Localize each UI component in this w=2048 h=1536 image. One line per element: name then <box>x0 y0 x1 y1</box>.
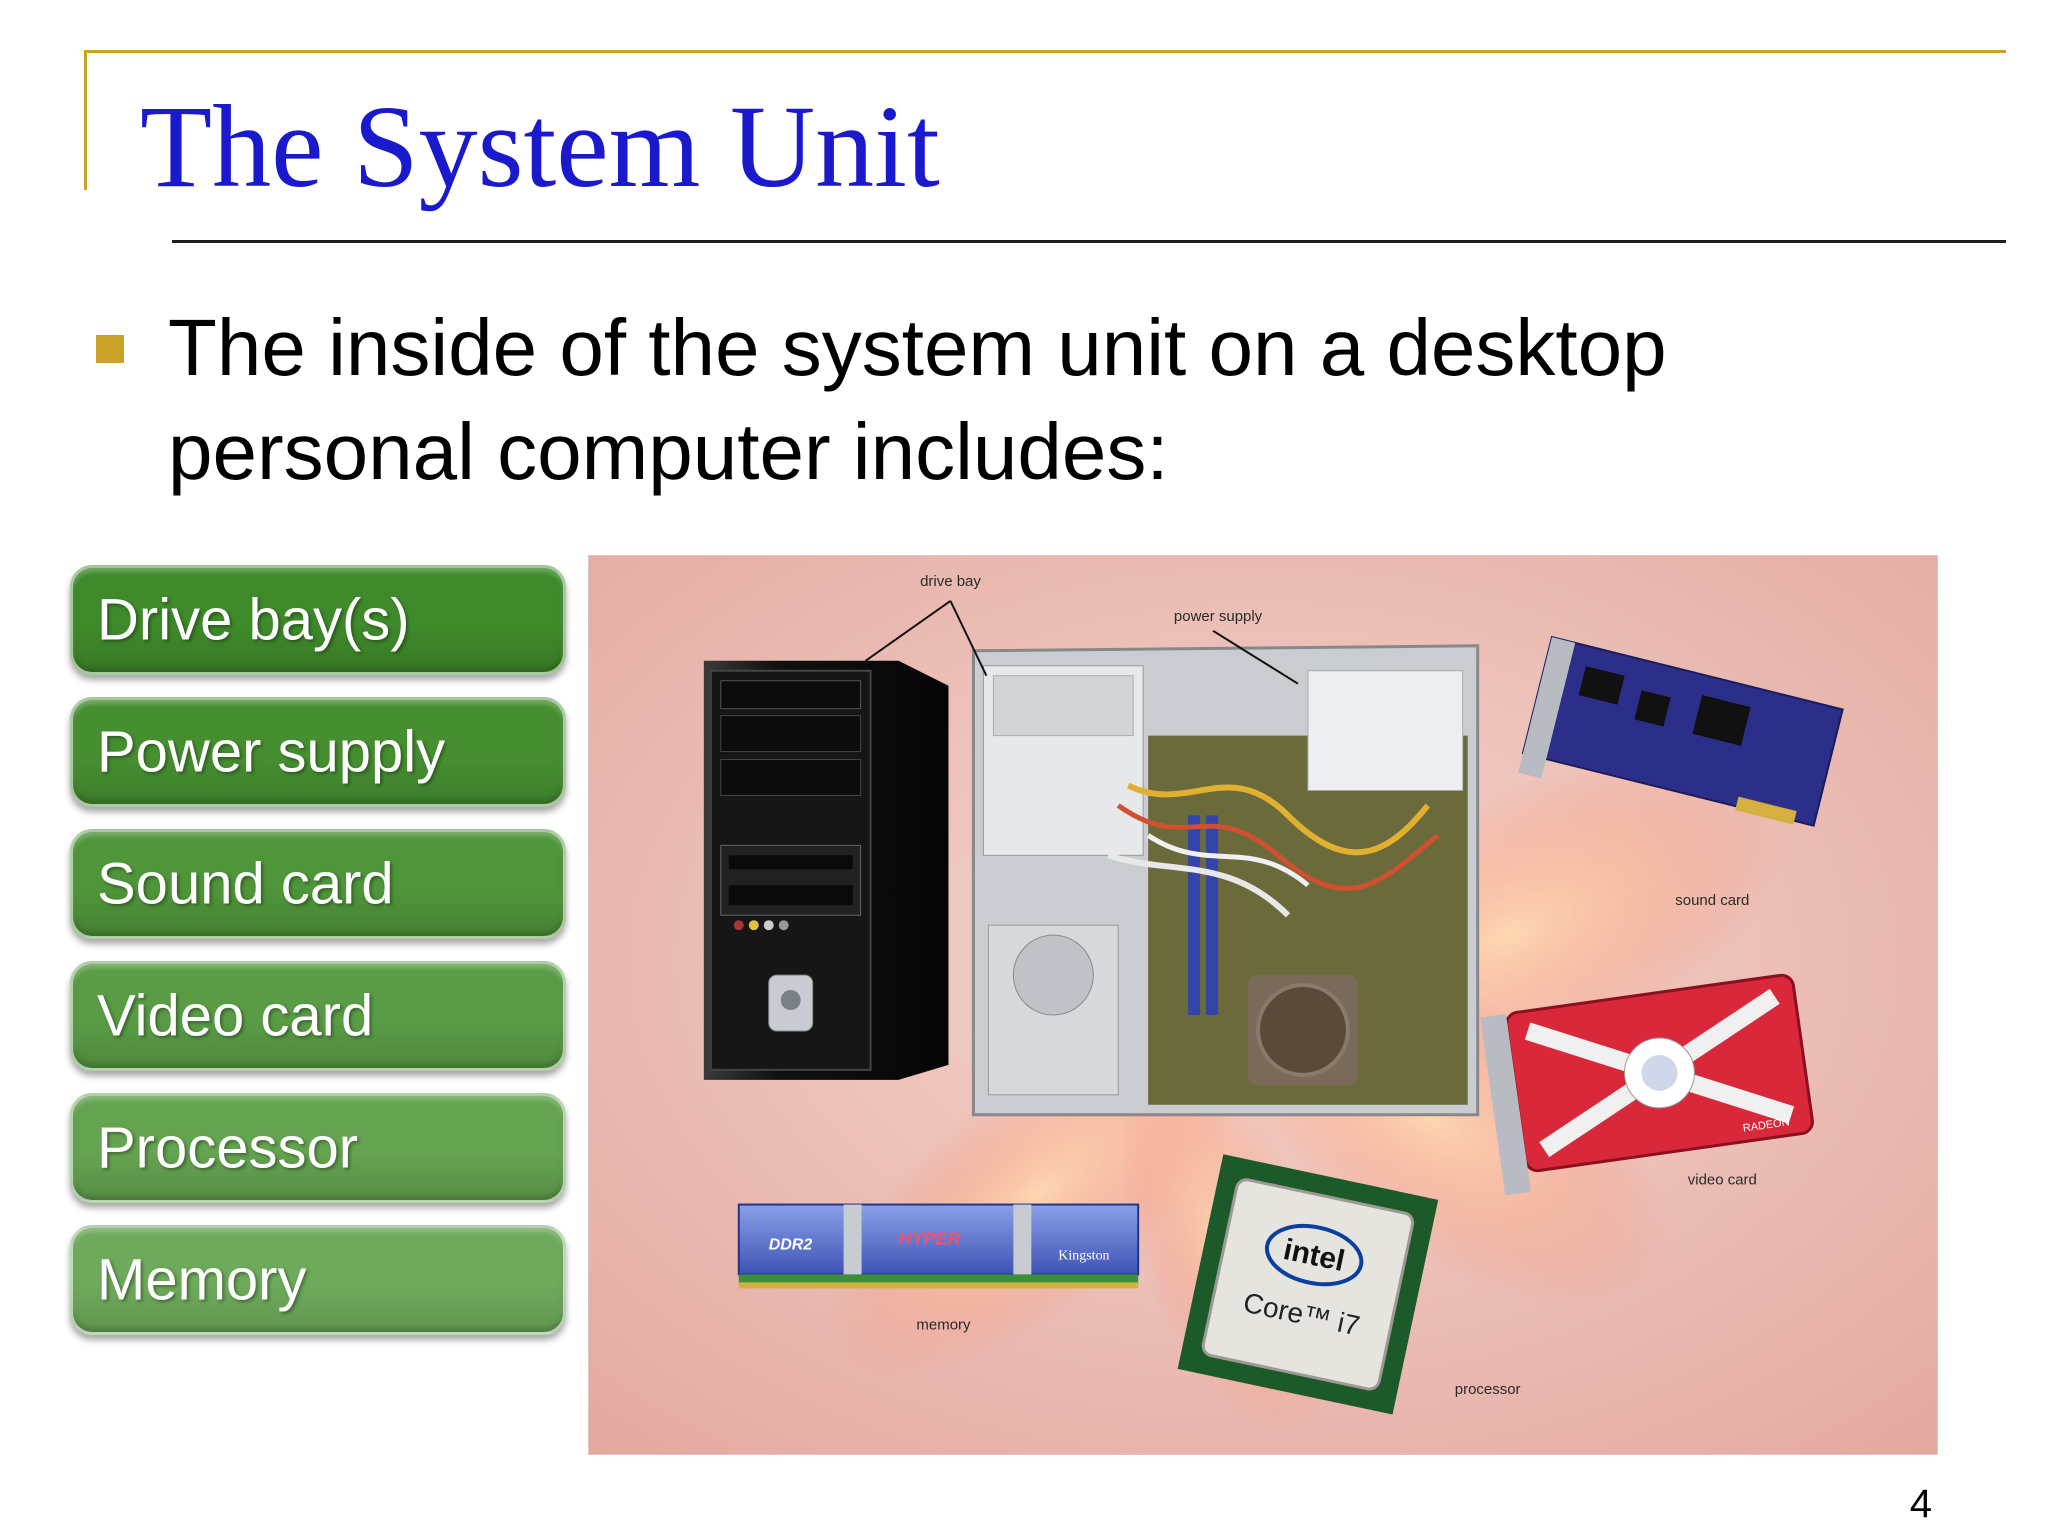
memory-brand-text: Kingston <box>1058 1248 1109 1263</box>
component-label: Power supply <box>97 719 446 785</box>
pc-tower <box>703 660 949 1080</box>
callout-lines <box>865 600 1299 685</box>
component-sound-card: Sound card <box>70 829 566 939</box>
memory-module: DDR2 HYPER Kingston <box>737 1203 1140 1289</box>
frame-left-rule <box>84 50 87 190</box>
label-video-card: video card <box>1688 1172 1757 1189</box>
component-power-supply: Power supply <box>70 697 566 807</box>
memory-hyper-text: HYPER <box>899 1228 961 1248</box>
title-underline <box>172 240 2006 243</box>
video-card: RADEON <box>1480 973 1814 1196</box>
label-power-supply: power supply <box>1174 608 1263 625</box>
bullet-text: The inside of the system unit on a deskt… <box>168 303 1667 496</box>
label-memory: memory <box>916 1316 971 1333</box>
page-number: 4 <box>1909 1482 1932 1526</box>
component-label: Video card <box>97 983 374 1049</box>
label-drive-bay: drive bay <box>920 573 981 590</box>
open-case <box>971 644 1480 1117</box>
bullet-marker <box>96 335 124 363</box>
frame-top-rule <box>84 50 2006 53</box>
component-label: Drive bay(s) <box>97 587 410 653</box>
sound-card <box>1518 635 1844 827</box>
system-unit-photo: RADEON DDR2 HYPER Kingston intel Core™ i… <box>588 555 1938 1455</box>
memory-ddr-text: DDR2 <box>769 1236 813 1253</box>
label-processor: processor <box>1455 1381 1521 1398</box>
component-label: Sound card <box>97 851 394 917</box>
component-label: Memory <box>97 1247 307 1313</box>
component-label: Processor <box>97 1115 359 1181</box>
cpu-chip: intel Core™ i7 <box>1177 1154 1439 1415</box>
slide-title: The System Unit <box>140 81 940 212</box>
component-memory: Memory <box>70 1225 566 1335</box>
component-processor: Processor <box>70 1093 566 1203</box>
component-drive-bays: Drive bay(s) <box>70 565 566 675</box>
component-video-card: Video card <box>70 961 566 1071</box>
label-sound-card: sound card <box>1675 892 1749 909</box>
